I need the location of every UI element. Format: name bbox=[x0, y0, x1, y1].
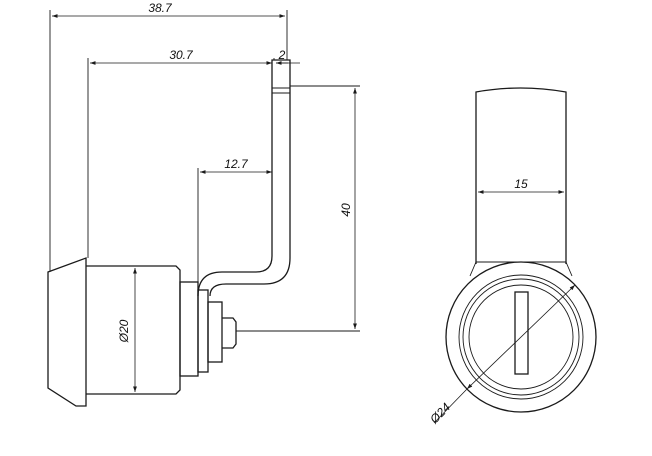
lock-spindle-tip bbox=[222, 317, 237, 349]
front-head-outer-ring bbox=[445, 261, 597, 413]
front-dimension-lines bbox=[433, 190, 576, 424]
dim-face-width: 15 bbox=[514, 177, 528, 191]
side-view bbox=[47, 59, 291, 407]
front-cam-plate-shoulder-left bbox=[469, 261, 477, 277]
cam-arm bbox=[197, 59, 291, 297]
dimension-lines bbox=[52, 14, 357, 392]
dim-cam-thickness: 2 bbox=[278, 48, 286, 62]
front-head-ring-2 bbox=[458, 274, 584, 400]
front-cam-plate bbox=[475, 87, 567, 264]
dim-cam-offset: 12.7 bbox=[224, 157, 249, 171]
front-cam-plate-shoulder-right bbox=[565, 261, 573, 277]
front-head-ring-3 bbox=[462, 278, 580, 396]
dim-overall-length: 38.7 bbox=[148, 1, 173, 15]
lock-nut bbox=[179, 281, 199, 377]
dim-body-length: 30.7 bbox=[169, 48, 194, 62]
lock-spindle-step bbox=[207, 301, 223, 363]
extension-lines bbox=[49, 10, 360, 332]
lock-body-cylinder bbox=[86, 265, 181, 395]
dim-cam-length: 40 bbox=[339, 203, 353, 217]
lock-head-bezel bbox=[47, 257, 87, 407]
lock-washer bbox=[197, 289, 209, 373]
front-view bbox=[445, 87, 597, 413]
dim-body-diameter: Ø20 bbox=[117, 319, 131, 343]
dim-head-diameter: Ø24 bbox=[427, 400, 454, 427]
front-key-slot bbox=[514, 291, 529, 375]
